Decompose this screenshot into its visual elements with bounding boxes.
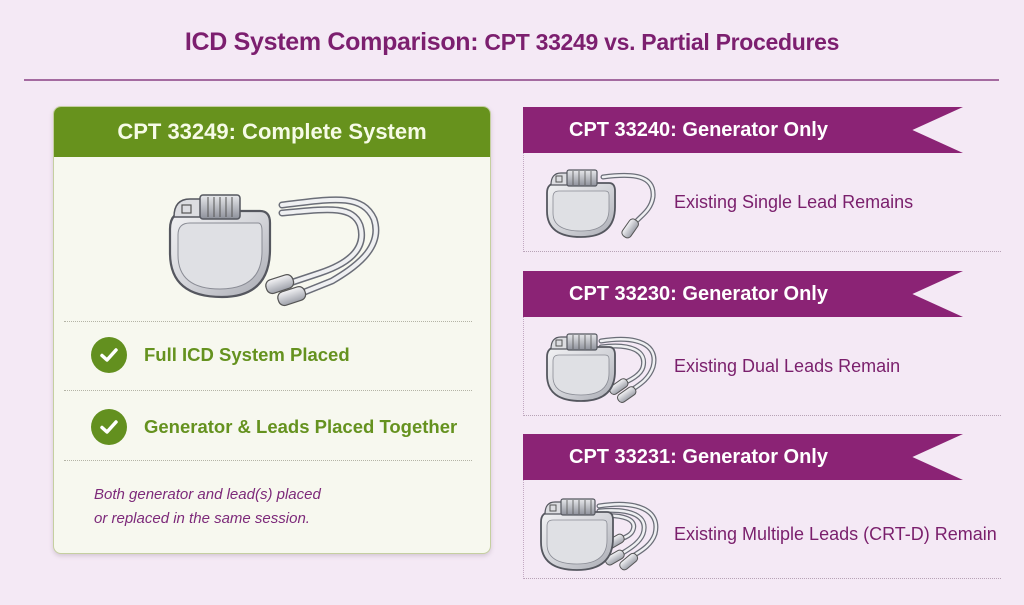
title-main: ICD System Comparison: xyxy=(184,28,479,56)
card-frame xyxy=(523,271,1001,416)
icd-device-single-lead-icon xyxy=(543,167,663,244)
divider xyxy=(64,321,472,322)
check-circle-icon xyxy=(91,337,127,373)
procedure-card-33240: CPT 33240: Generator Only Existing Singl… xyxy=(523,107,1001,252)
check-item-generator-leads: Generator & Leads Placed Together xyxy=(91,409,457,445)
complete-system-card: CPT 33249: Complete System xyxy=(53,106,491,554)
procedure-description: Existing Single Lead Remains xyxy=(674,192,914,212)
icd-device-dual-lead-icon xyxy=(543,331,663,408)
card-frame xyxy=(523,434,1001,579)
procedure-card-33230: CPT 33230: Generator Only Existing Dual … xyxy=(523,271,1001,416)
check-circle-icon xyxy=(91,409,127,445)
check-label: Generator & Leads Placed Together xyxy=(144,416,458,437)
page-title: ICD System Comparison: CPT 33249 vs. Par… xyxy=(0,28,1024,57)
procedure-description: Existing Dual Leads Remain xyxy=(674,356,901,376)
complete-system-heading: CPT 33249: Complete System xyxy=(54,107,490,157)
icd-device-dual-lead-icon xyxy=(162,189,392,314)
check-label: Full ICD System Placed xyxy=(144,344,350,365)
note-line-1: Both generator and lead(s) placed xyxy=(94,486,321,503)
procedure-card-33231: CPT 33231: Generator Only Existing Multi… xyxy=(523,434,1001,579)
procedure-description: Existing Multiple Leads (CRT-D) Remain xyxy=(674,524,997,544)
procedure-heading: CPT 33240: Generator Only xyxy=(569,119,828,141)
divider xyxy=(64,460,472,461)
ribbon-banner xyxy=(523,271,963,317)
procedure-heading: CPT 33230: Generator Only xyxy=(569,283,828,305)
note-line-2: or replaced in the same session. xyxy=(94,510,310,527)
procedure-heading: CPT 33231: Generator Only xyxy=(569,446,828,468)
title-divider xyxy=(24,79,999,81)
ribbon-banner xyxy=(523,434,963,480)
complete-system-note: Both generator and lead(s) placed or rep… xyxy=(94,483,321,531)
card-frame xyxy=(523,107,1001,252)
divider xyxy=(64,390,472,391)
check-item-full-system: Full ICD System Placed xyxy=(91,337,350,373)
ribbon-banner xyxy=(523,107,963,153)
title-sub: CPT 33249 vs. Partial Procedures xyxy=(478,29,840,55)
icd-device-multi-lead-icon xyxy=(537,496,667,581)
